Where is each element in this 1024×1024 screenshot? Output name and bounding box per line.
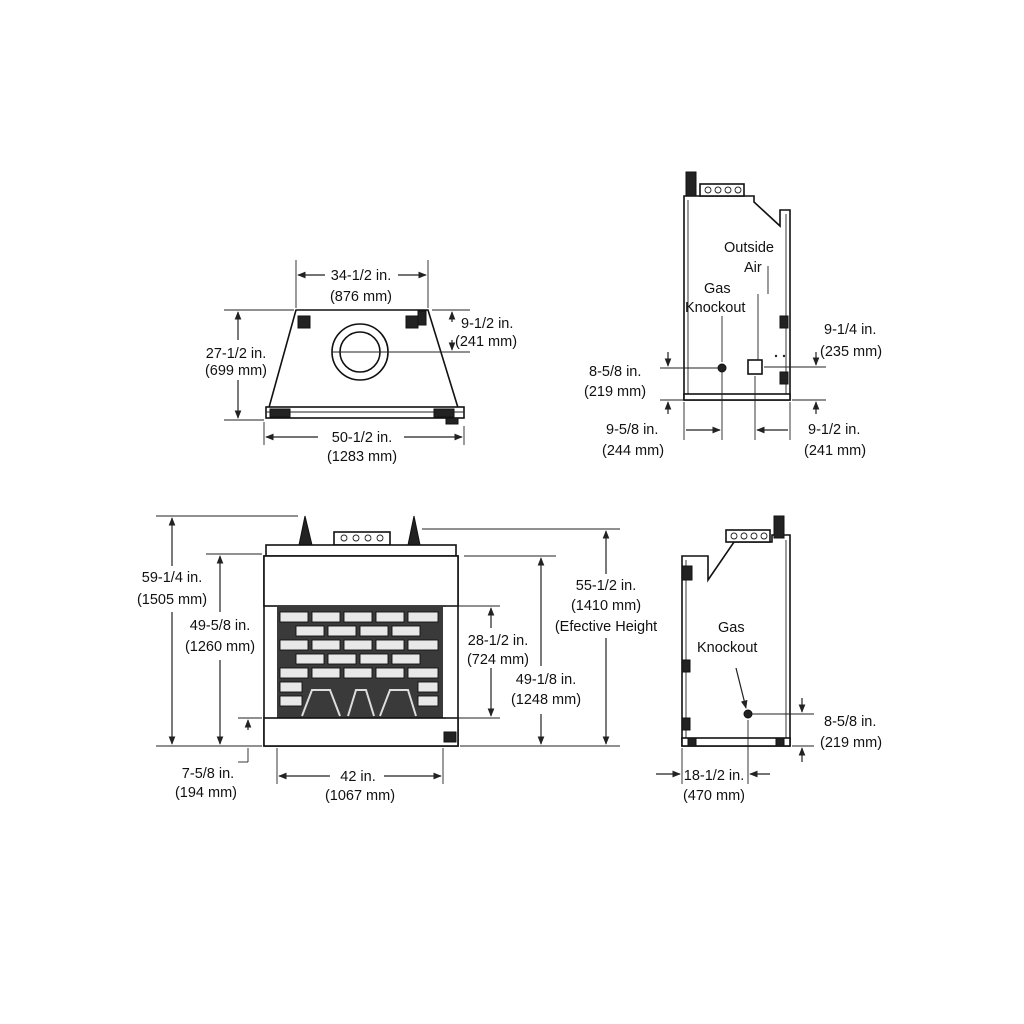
gas-knockout-label-2: Knockout <box>685 300 745 316</box>
overall-height-mm-label: (1505 mm) <box>137 592 207 608</box>
gas-front-mm-label: (244 mm) <box>602 443 664 459</box>
top-depth-label: 27-1/2 in. <box>206 346 266 362</box>
effective-height-label: 55-1/2 in. <box>576 578 636 594</box>
bottom-width-label: 50-1/2 in. <box>332 430 392 446</box>
overall-height-label: 59-1/4 in. <box>142 570 202 586</box>
opening-height-mm-label: (724 mm) <box>467 652 529 668</box>
opening-height-label: 28-1/2 in. <box>468 633 528 649</box>
gas-height-lower-mm-label: (219 mm) <box>820 735 882 751</box>
side-view-left <box>656 515 814 784</box>
gas-side-label: 18-1/2 in. <box>684 768 744 784</box>
brick-pattern <box>279 611 439 707</box>
hearth-height-label: 7-5/8 in. <box>182 766 234 782</box>
opening-width-mm-label: (1067 mm) <box>325 788 395 804</box>
effective-height-note: (Efective Height <box>555 619 657 635</box>
air-height-mm-label: (235 mm) <box>820 344 882 360</box>
log-grate-icon <box>301 689 417 717</box>
hearth-height-mm-label: (194 mm) <box>175 785 237 801</box>
opening-top-label: 49-5/8 in. <box>190 618 250 634</box>
outside-air-port-icon <box>747 359 763 375</box>
side-view-right <box>660 171 826 440</box>
top-view <box>224 260 470 445</box>
outside-air-label-2: Air <box>744 260 762 276</box>
flue-offset-label: 9-1/2 in. <box>461 316 513 332</box>
air-height-label: 9-1/4 in. <box>824 322 876 338</box>
flue-offset-mm-label: (241 mm) <box>455 334 517 350</box>
outside-air-label-1: Outside <box>724 240 774 256</box>
opening-top-mm-label: (1260 mm) <box>185 639 255 655</box>
gas-front-label: 9-5/8 in. <box>606 422 658 438</box>
top-width-label: 34-1/2 in. <box>331 268 391 284</box>
gas-height-mm-label: (219 mm) <box>584 384 646 400</box>
body-height-mm-label: (1248 mm) <box>511 692 581 708</box>
gas-knockout-lower-label-1: Gas <box>718 620 745 636</box>
opening-width-label: 42 in. <box>340 769 375 785</box>
air-back-label: 9-1/2 in. <box>808 422 860 438</box>
bottom-width-mm-label: (1283 mm) <box>327 449 397 465</box>
gas-knockout-lower-label-2: Knockout <box>697 640 757 656</box>
front-view <box>156 515 620 784</box>
top-width-mm-label: (876 mm) <box>330 289 392 305</box>
gas-height-label: 8-5/8 in. <box>589 364 641 380</box>
gas-side-mm-label: (470 mm) <box>683 788 745 804</box>
effective-height-mm-label: (1410 mm) <box>571 598 641 614</box>
gas-knockout-label-1: Gas <box>704 281 731 297</box>
air-back-mm-label: (241 mm) <box>804 443 866 459</box>
body-height-label: 49-1/8 in. <box>516 672 576 688</box>
gas-height-lower-label: 8-5/8 in. <box>824 714 876 730</box>
gas-knockout-icon-lower <box>743 709 753 719</box>
side-body-upper <box>683 195 791 401</box>
top-depth-mm-label: (699 mm) <box>205 363 267 379</box>
